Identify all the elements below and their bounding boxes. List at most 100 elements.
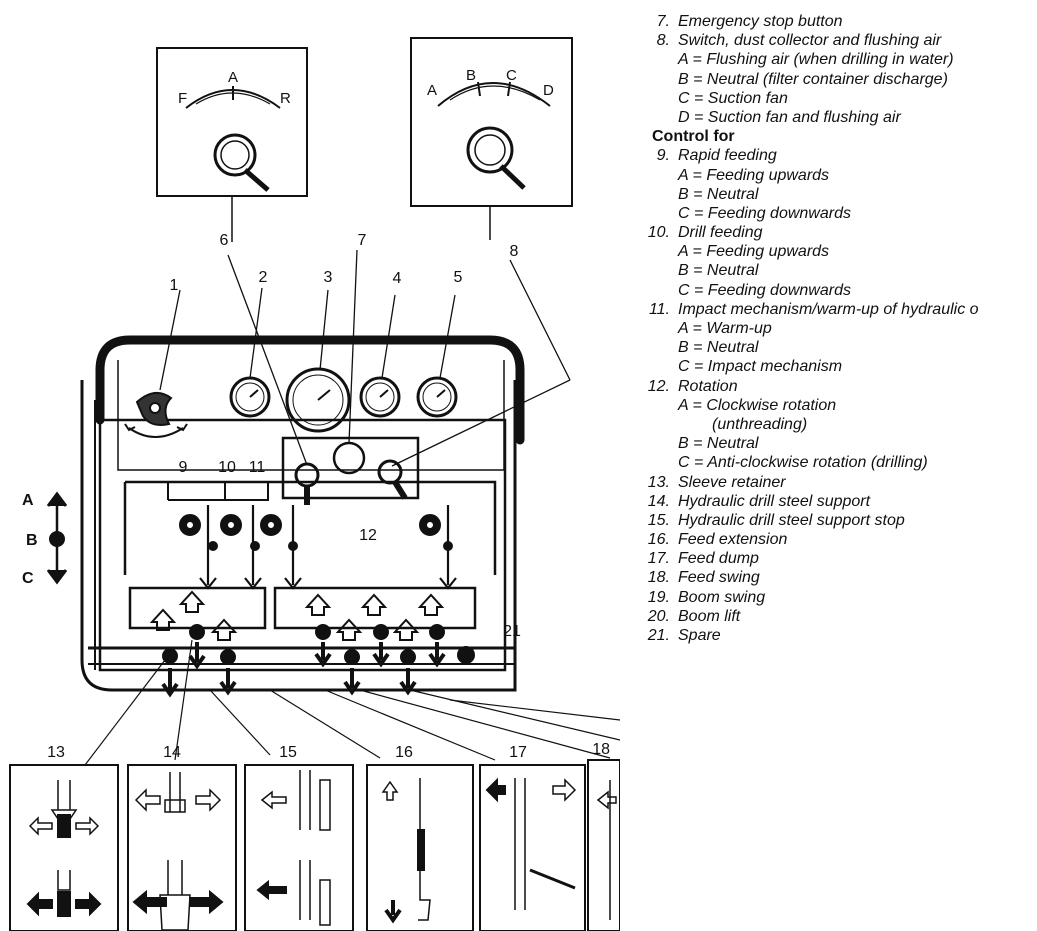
legend-row: C = Impact mechanism — [622, 357, 1037, 376]
callout-3: 3 — [324, 269, 333, 286]
legend-row: 17.Feed dump — [622, 549, 1037, 568]
legend-subitem-text: B = Neutral (filter container discharge) — [678, 70, 948, 89]
panel-label-18: 18 — [592, 741, 610, 758]
legend-number: 14. — [622, 492, 670, 511]
legend-number: 19. — [622, 588, 670, 607]
gauge-left-a: A — [228, 69, 238, 86]
legend-row: 19. Boom swing — [622, 588, 1037, 607]
legend-row: 10.Drill feeding — [622, 223, 1037, 242]
legend-row: A = Flushing air (when drilling in water… — [622, 50, 1037, 69]
panel-label-15: 15 — [279, 744, 297, 761]
legend-item-text: Hydraulic drill steel support stop — [678, 511, 905, 530]
legend-subitem-text: B = Neutral — [678, 185, 758, 204]
legend-row: C = Feeding downwards — [622, 281, 1037, 300]
panel-18 — [588, 760, 620, 931]
legend-row: 15. Hydraulic drill steel support stop — [622, 511, 1037, 530]
legend-subitem-text: A = Feeding upwards — [678, 166, 829, 185]
legend-item-text: Feed extension — [678, 530, 787, 549]
legend-heading: Control for — [652, 127, 735, 146]
legend-row: B = Neutral — [622, 434, 1037, 453]
legend-row: 12. Rotation — [622, 377, 1037, 396]
lever-12 — [420, 515, 440, 535]
legend-row: A = Feeding upwards — [622, 242, 1037, 261]
legend-row: Control for — [622, 127, 1037, 146]
legend-subitem-text: C = Impact mechanism — [678, 357, 842, 376]
callout-9: 9 — [179, 459, 188, 476]
legend-row: B = Neutral (filter container discharge) — [622, 70, 1037, 89]
knob-1 — [125, 393, 187, 437]
gauge-right-a: A — [427, 82, 437, 99]
legend-number: 12. — [622, 377, 670, 396]
legend-subitem-text: B = Neutral — [678, 338, 758, 357]
legend-row: D = Suction fan and flushing air — [622, 108, 1037, 127]
valve-21 — [458, 647, 474, 663]
legend-item-text: Spare — [678, 626, 721, 645]
legend-number: 13. — [622, 473, 670, 492]
legend-number: 7. — [622, 12, 670, 31]
legend-subitem-text: C = Anti-clockwise rotation (drilling) — [678, 453, 928, 472]
legend-item-text: Boom lift — [678, 607, 740, 626]
legend-subitem-text: A = Flushing air (when drilling in water… — [678, 50, 954, 69]
legend-row: 20.Boom lift — [622, 607, 1037, 626]
panel-label-16: 16 — [395, 744, 413, 761]
legend-row: (unthreading) — [622, 415, 1037, 434]
gauge-4 — [361, 378, 399, 416]
legend-item-text: Emergency stop button — [678, 12, 843, 31]
legend-row: C = Suction fan — [622, 89, 1037, 108]
callout-21: 21 — [503, 623, 521, 640]
legend-subitem-text: D = Suction fan and flushing air — [678, 108, 901, 127]
legend-row: A = Clockwise rotation — [622, 396, 1037, 415]
switch-8-detail-box — [411, 38, 572, 206]
legend-subitem-text: A = Warm-up — [678, 319, 772, 338]
lever-11 — [261, 515, 281, 535]
callout-1: 1 — [170, 277, 179, 294]
callout-10: 10 — [218, 459, 236, 476]
gauge-right-b: B — [466, 67, 476, 84]
callout-12: 12 — [359, 527, 377, 544]
legend-subitem-text: (unthreading) — [712, 415, 807, 434]
callout-4: 4 — [393, 270, 402, 287]
legend-subitem-text: B = Neutral — [678, 261, 758, 280]
legend-number: 16. — [622, 530, 670, 549]
legend-number: 21. — [622, 626, 670, 645]
callout-7: 7 — [358, 232, 367, 249]
legend-row: 8.Switch, dust collector and flushing ai… — [622, 31, 1037, 50]
legend-item-text: Feed dump — [678, 549, 759, 568]
emergency-stop-button — [334, 443, 364, 473]
callout-8: 8 — [510, 243, 519, 260]
legend-row: B = Neutral — [622, 185, 1037, 204]
gauge-right-d: D — [543, 82, 554, 99]
legend-number: 15. — [622, 511, 670, 530]
panel-label-14: 14 — [163, 744, 181, 761]
panel-15 — [245, 765, 353, 931]
valve-17 — [338, 620, 360, 692]
legend-item-text: Switch, dust collector and flushing air — [678, 31, 941, 50]
legend-item-text: Hydraulic drill steel support — [678, 492, 870, 511]
legend-row: 11.Impact mechanism/warm-up of hydraulic… — [622, 300, 1037, 319]
legend-subitem-text: C = Suction fan — [678, 89, 788, 108]
callout-2: 2 — [259, 269, 268, 286]
legend-subitem-text: C = Feeding downwards — [678, 204, 851, 223]
gauge-2 — [231, 378, 269, 416]
legend-item-text: Rotation — [678, 377, 738, 396]
lever-9 — [180, 515, 200, 535]
legend-item-text: Boom swing — [678, 588, 765, 607]
legend-row: C = Feeding downwards — [622, 204, 1037, 223]
valve-13 — [152, 610, 177, 694]
callout-6: 6 — [220, 232, 229, 249]
legend-number: 18. — [622, 568, 670, 587]
callout-5: 5 — [454, 269, 463, 286]
legend-row: 9.Rapid feeding — [622, 146, 1037, 165]
gauge-left-f: F — [178, 90, 187, 107]
legend-subitem-text: A = Clockwise rotation — [678, 396, 836, 415]
lever-position-c: C — [22, 570, 34, 587]
legend-row: 7. Emergency stop button — [622, 12, 1037, 31]
legend-subitem-text: A = Feeding upwards — [678, 242, 829, 261]
legend-item-text: Impact mechanism/warm-up of hydraulic o — [678, 300, 979, 319]
switch-8 — [379, 461, 405, 498]
legend-subitem-text: C = Feeding downwards — [678, 281, 851, 300]
legend-item-text: Rapid feeding — [678, 146, 777, 165]
legend-row: 21. Spare — [622, 626, 1037, 645]
legend-number: 10. — [622, 223, 670, 242]
